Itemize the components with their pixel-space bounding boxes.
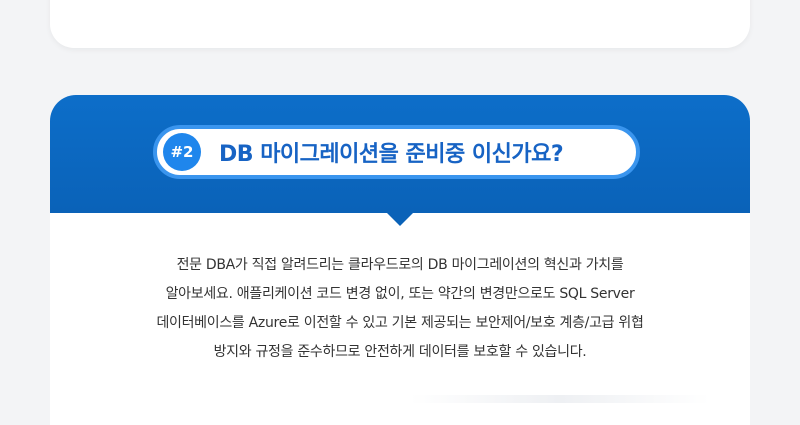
description-line: 알아보세요. 애플리케이션 코드 변경 없이, 또는 약간의 변경만으로도 SQ… [165,286,635,302]
description-line: 방지와 규정을 준수하므로 안전하게 데이터를 보호할 수 있습니다. [213,344,587,360]
description-line: 전문 DBA가 직접 알려드리는 클라우드로의 DB 마이그레이션의 혁신과 가… [176,257,624,273]
section-title-pill: #2 DB 마이그레이션을 준비중 이신가요? [153,125,640,179]
section-description: 전문 DBA가 직접 알려드리는 클라우드로의 DB 마이그레이션의 혁신과 가… [50,251,750,367]
section-title: DB 마이그레이션을 준비중 이신가요? [219,142,564,167]
description-line: 데이터베이스를 Azure로 이전할 수 있고 기본 제공되는 보안제어/보호 … [156,315,644,331]
migration-section-card: #2 DB 마이그레이션을 준비중 이신가요? 전문 DBA가 직접 알려드리는… [50,95,750,425]
bottom-fade-strip [410,395,710,403]
header-pointer-arrow [386,212,414,226]
section-header-band: #2 DB 마이그레이션을 준비중 이신가요? [50,95,750,213]
section-number-badge: #2 [163,133,201,171]
previous-section-card [50,0,750,48]
